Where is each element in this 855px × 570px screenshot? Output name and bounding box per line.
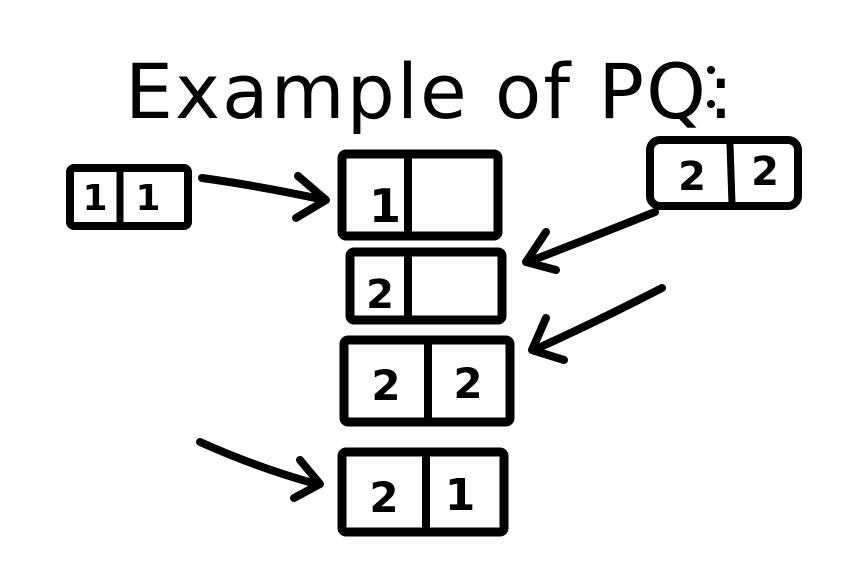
title-colon-dots xyxy=(707,66,715,108)
arrow-right-to-queue-3 xyxy=(528,284,666,364)
queue-box-3-frame xyxy=(339,335,515,427)
input-box-left-cell-1: 1 xyxy=(82,178,107,219)
arrow-left-to-queue-4 xyxy=(196,438,324,502)
input-box-left: 1 1 xyxy=(66,164,192,230)
queue-box-4-cell-2: 1 xyxy=(445,470,476,521)
queue-box-3: 2 2 xyxy=(339,335,515,427)
input-box-right-cell-1: 2 xyxy=(678,154,706,200)
queue-box-1: 1 xyxy=(337,149,503,241)
input-box-left-frame xyxy=(66,164,192,230)
input-box-left-cell-2: 1 xyxy=(135,178,160,219)
input-box-right: 2 2 xyxy=(646,136,802,210)
diagram-title: Example of PQ: xyxy=(125,47,736,136)
queue-box-2-cell-1: 2 xyxy=(366,272,394,318)
queue-box-4: 2 1 xyxy=(337,447,509,537)
queue-box-1-frame xyxy=(337,149,503,241)
input-box-right-divider xyxy=(726,140,736,208)
queue-box-1-cell-1: 1 xyxy=(369,179,401,233)
queue-box-2: 2 xyxy=(345,247,507,325)
queue-box-2-frame xyxy=(345,247,507,325)
queue-box-3-cell-1: 2 xyxy=(371,361,400,410)
queue-box-3-cell-2: 2 xyxy=(453,359,482,408)
input-box-right-frame xyxy=(646,136,802,210)
queue-box-4-cell-1: 2 xyxy=(369,473,398,522)
input-box-right-cell-2: 2 xyxy=(751,149,779,195)
arrow-left-to-queue-1 xyxy=(198,172,330,222)
queue-box-4-frame xyxy=(337,447,509,537)
arrow-right-to-queue-2 xyxy=(522,208,659,274)
